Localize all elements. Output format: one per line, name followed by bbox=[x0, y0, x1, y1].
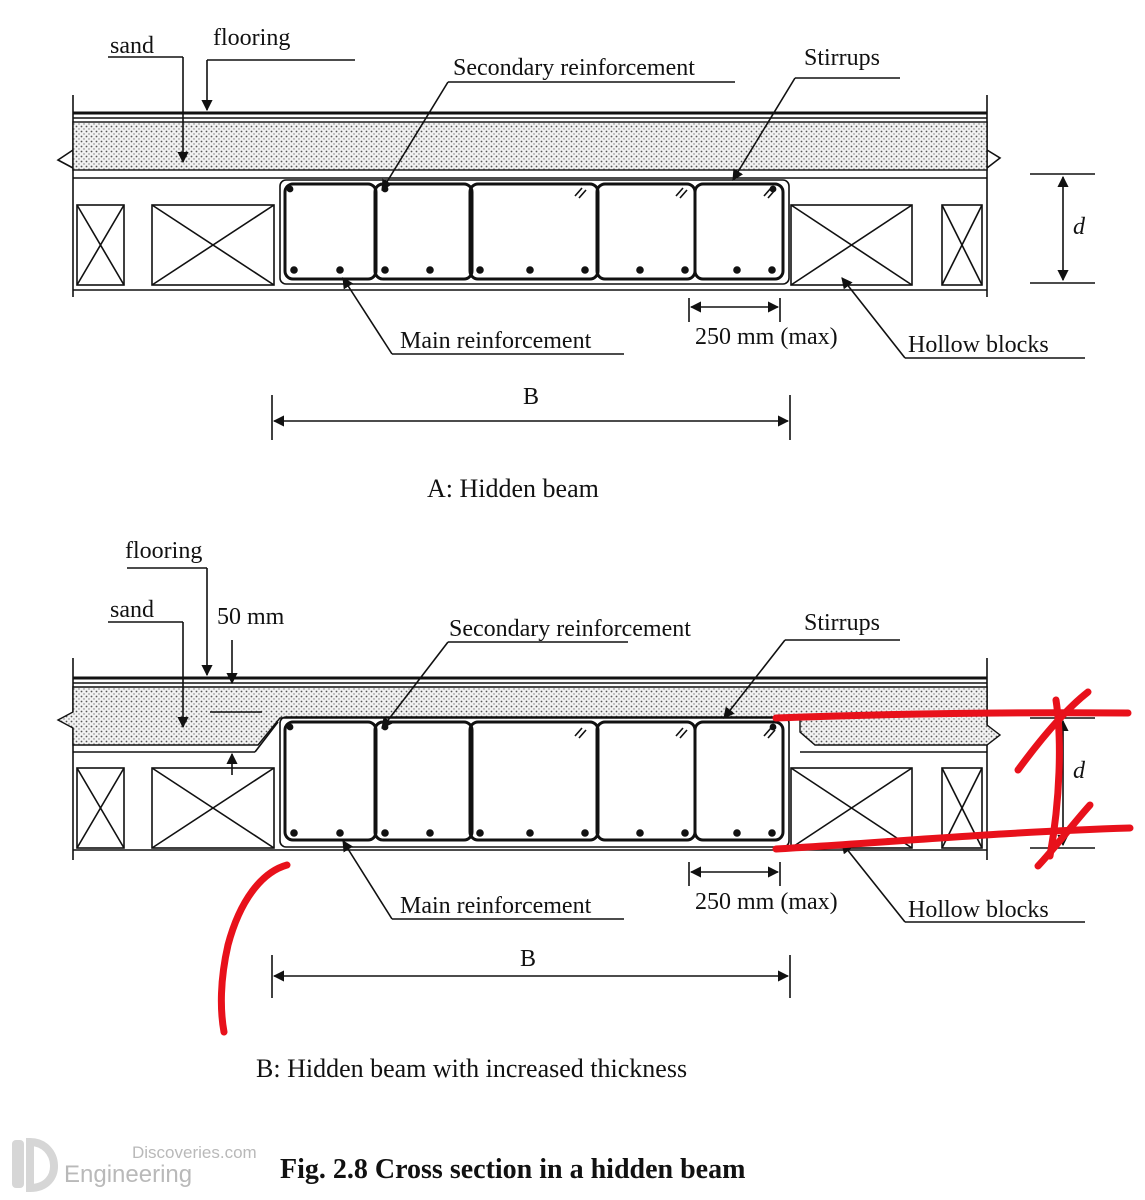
depth-dimension-b: d bbox=[1030, 717, 1095, 849]
hollow-block-a-3 bbox=[790, 204, 913, 286]
slab-a bbox=[56, 95, 1002, 297]
main-reinforcement-label-a: Main reinforcement bbox=[400, 328, 592, 354]
secondary-reinforcement-label-b: Secondary reinforcement bbox=[449, 616, 691, 642]
red-top-tick bbox=[1014, 688, 1092, 774]
hollow-block-b-3 bbox=[790, 767, 913, 849]
hollow-block-b-2 bbox=[151, 767, 275, 849]
flooring-label-b: flooring bbox=[125, 538, 202, 564]
stirrups-label-a: Stirrups bbox=[804, 45, 880, 71]
secondary-reinforcement-label-a: Secondary reinforcement bbox=[453, 55, 695, 81]
stirrups-label-b: Stirrups bbox=[804, 610, 880, 636]
figure-caption: Fig. 2.8 Cross section in a hidden beam bbox=[280, 1154, 745, 1185]
red-top-line bbox=[772, 709, 1132, 722]
sand-label-a: sand bbox=[110, 33, 154, 59]
sand-layer-a bbox=[72, 121, 988, 171]
red-vertical-stroke bbox=[1046, 696, 1063, 860]
depth-label-a: d bbox=[1073, 214, 1086, 240]
hollow-block-a-2 bbox=[151, 204, 275, 286]
watermark-line1: Discoveries.com bbox=[132, 1143, 257, 1162]
hollow-blocks-label-a: Hollow blocks bbox=[908, 332, 1049, 358]
watermark-logo: Discoveries.com Engineering bbox=[12, 1137, 257, 1193]
main-reinforcement-label-b: Main reinforcement bbox=[400, 893, 592, 919]
red-left-arc bbox=[217, 861, 291, 1036]
thickness-label-b: 50 mm bbox=[217, 604, 285, 630]
red-bottom-tick bbox=[1034, 801, 1094, 870]
width-label-b: B bbox=[520, 946, 536, 972]
flooring-label-a: flooring bbox=[213, 25, 290, 51]
hollow-block-b-1 bbox=[76, 767, 125, 849]
width-label-a: B bbox=[523, 384, 539, 410]
rebar-dots-b bbox=[286, 723, 777, 837]
watermark-line2: Engineering bbox=[64, 1161, 192, 1188]
spacing-label-b: 250 mm (max) bbox=[695, 889, 838, 915]
depth-dimension-a: d bbox=[1030, 173, 1095, 284]
rebar-dots-a bbox=[286, 185, 777, 274]
hollow-blocks-label-b: Hollow blocks bbox=[908, 897, 1049, 923]
caption-b: B: Hidden beam with increased thickness bbox=[256, 1054, 687, 1083]
diagram-a: d bbox=[56, 25, 1095, 503]
caption-a: A: Hidden beam bbox=[427, 474, 599, 503]
beam-cage-b bbox=[279, 716, 790, 848]
leaders-b bbox=[108, 567, 1085, 998]
diagram-b: d bbox=[56, 538, 1095, 1083]
red-markup bbox=[217, 688, 1134, 1036]
slab-b bbox=[56, 658, 1002, 860]
spacing-label-a: 250 mm (max) bbox=[695, 324, 838, 350]
hollow-block-a-1 bbox=[76, 204, 125, 286]
beam-cage-a bbox=[279, 179, 790, 285]
red-bottom-line bbox=[772, 824, 1134, 853]
hollow-block-a-4 bbox=[941, 204, 983, 286]
sand-label-b: sand bbox=[110, 597, 154, 623]
leaders-a bbox=[108, 56, 1085, 440]
depth-label-b: d bbox=[1073, 758, 1086, 784]
